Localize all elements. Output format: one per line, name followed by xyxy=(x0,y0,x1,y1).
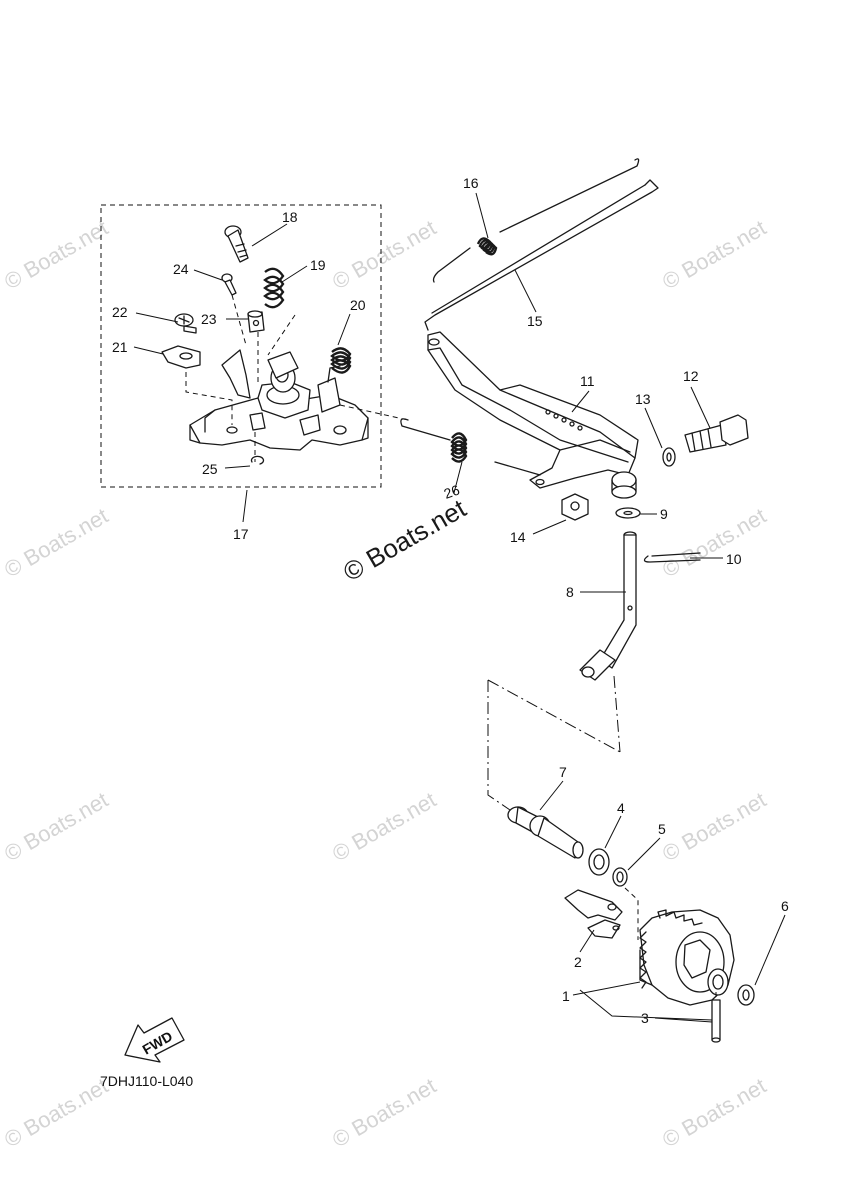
part-24-screw xyxy=(221,273,237,296)
part-18-bolt xyxy=(224,225,249,263)
callout-17: 17 xyxy=(233,526,249,542)
callout-25: 25 xyxy=(202,461,218,477)
part-16-spring-hook xyxy=(432,158,640,283)
assembly-box xyxy=(100,204,382,488)
watermark: © Boats.net xyxy=(658,503,770,582)
callout-6: 6 xyxy=(781,898,789,914)
callout-19: 19 xyxy=(310,257,326,273)
callout-10: 10 xyxy=(726,551,742,567)
callout-3: 3 xyxy=(641,1010,649,1026)
callout-2: 2 xyxy=(574,954,582,970)
watermark: © Boats.net xyxy=(328,1073,440,1152)
callout-22: 22 xyxy=(112,304,128,320)
part-2-lever xyxy=(564,889,623,921)
callout-18: 18 xyxy=(282,209,298,225)
part-16-spring xyxy=(476,237,498,256)
callouts: 18 19 24 20 22 23 21 25 17 16 15 11 12 1… xyxy=(112,175,789,1026)
callout-14: 14 xyxy=(510,529,526,545)
callout-12: 12 xyxy=(683,368,699,384)
watermark: © Boats.net xyxy=(658,787,770,866)
control-lever-assembly xyxy=(189,349,369,451)
part-4-washer xyxy=(588,848,610,876)
part-19-spring xyxy=(263,267,285,309)
leader-lines xyxy=(133,192,786,1023)
watermark: © Boats.net xyxy=(0,503,112,582)
part-13-washer xyxy=(662,447,676,467)
callout-16: 16 xyxy=(463,175,479,191)
callout-1: 1 xyxy=(562,988,570,1004)
part-22-screw xyxy=(174,313,197,334)
part-20-spring xyxy=(330,347,352,374)
callout-7: 7 xyxy=(559,764,567,780)
watermark-layer: © Boats.net © Boats.net © Boats.net © Bo… xyxy=(0,215,770,1152)
watermark: © Boats.net xyxy=(0,1073,112,1152)
watermark: © Boats.net xyxy=(328,215,440,294)
part-7-shaft xyxy=(507,806,584,859)
callout-23: 23 xyxy=(201,311,217,327)
callout-9: 9 xyxy=(660,506,668,522)
callout-21: 21 xyxy=(112,339,128,355)
part-10-pin xyxy=(643,552,701,563)
part-5-washer xyxy=(612,867,628,887)
callout-26: 26 xyxy=(442,481,462,501)
callout-11: 11 xyxy=(580,373,595,389)
part-1-gear xyxy=(639,909,735,1006)
part-21-clip xyxy=(161,345,201,369)
diagram-code: 7DHJ110-L040 xyxy=(100,1073,193,1089)
part-23-nut xyxy=(247,310,265,333)
part-15-rod xyxy=(424,179,659,331)
callout-13: 13 xyxy=(635,391,651,407)
callout-4: 4 xyxy=(617,800,625,816)
watermark: © Boats.net xyxy=(0,215,112,294)
callout-5: 5 xyxy=(658,821,666,837)
part-6-washer xyxy=(737,984,755,1006)
part-8-shaft xyxy=(579,531,637,681)
callout-15: 15 xyxy=(527,313,543,329)
watermark: © Boats.net xyxy=(0,787,112,866)
part-11-lever xyxy=(427,331,639,499)
part-26-spring xyxy=(450,432,468,463)
part-25-ering xyxy=(250,455,265,465)
callout-8: 8 xyxy=(566,584,574,600)
fwd-arrow-icon: FWD xyxy=(124,1017,185,1063)
part-12-bolt xyxy=(684,414,749,453)
callout-20: 20 xyxy=(350,297,366,313)
watermark: © Boats.net xyxy=(328,787,440,866)
part-14-nut xyxy=(561,493,589,521)
callout-24: 24 xyxy=(173,261,189,277)
part-9-washer xyxy=(615,507,641,519)
part-3-pin xyxy=(711,999,721,1043)
watermark: © Boats.net xyxy=(658,215,770,294)
watermark: © Boats.net xyxy=(658,1073,770,1152)
watermark-center: © Boats.net xyxy=(338,493,472,587)
